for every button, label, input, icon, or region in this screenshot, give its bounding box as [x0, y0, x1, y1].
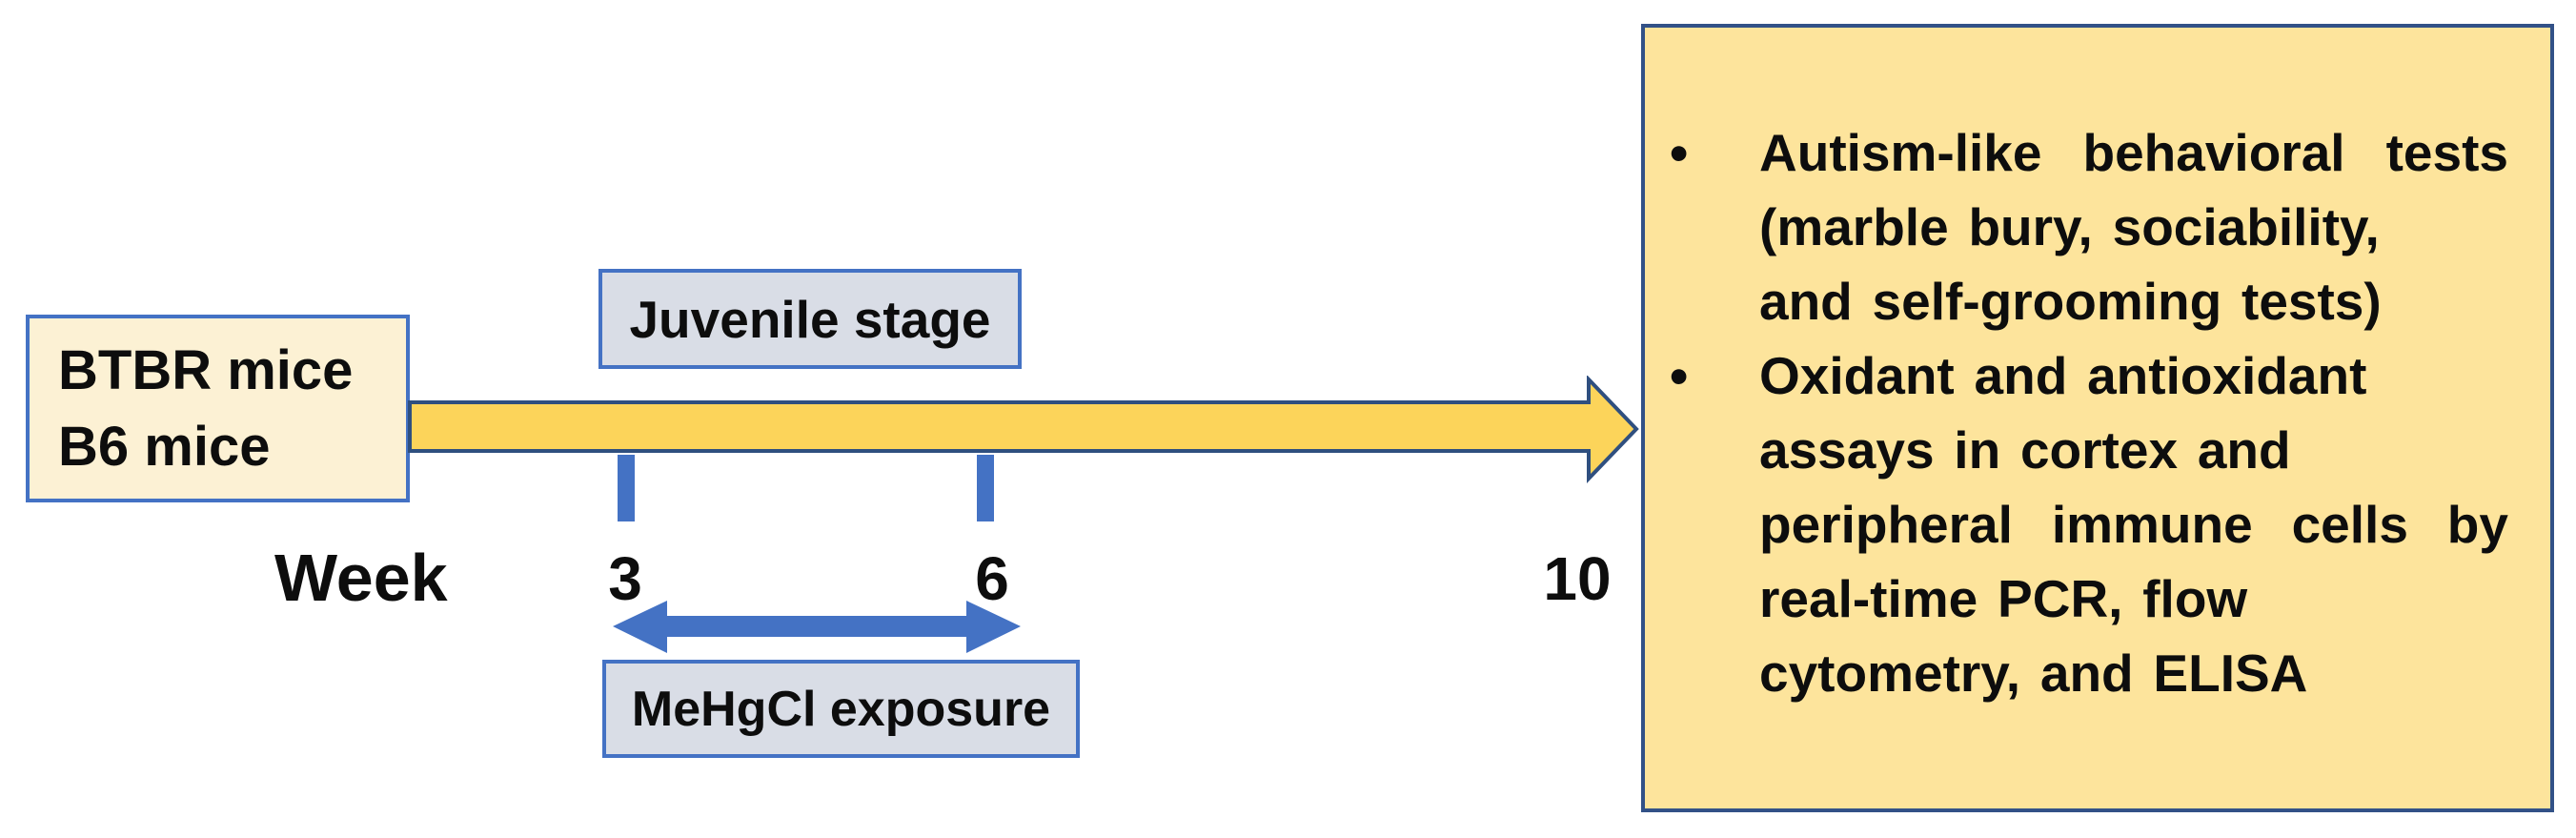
subject-line-b6: B6 mice	[58, 415, 271, 478]
mehgcl-exposure-box: MeHgCl exposure	[602, 660, 1080, 758]
results-box: • Autism-like behavioral tests (marble b…	[1641, 24, 2554, 812]
subject-line-btbr: BTBR mice	[58, 338, 354, 401]
results-line: Oxidant and antioxidant	[1759, 346, 2367, 405]
week-6-tick	[977, 455, 994, 521]
exposure-range-arrow-shape	[613, 601, 1021, 653]
juvenile-stage-box: Juvenile stage	[598, 269, 1022, 369]
week-3-tick	[618, 455, 635, 521]
results-line: assays in cortex and	[1759, 420, 2291, 480]
results-bullet-list: • Autism-like behavioral tests (marble b…	[1645, 115, 2550, 710]
timeline-arrow-icon	[408, 376, 1639, 483]
subject-box: BTBR mice B6 mice	[26, 315, 410, 502]
juvenile-stage-label: Juvenile stage	[629, 289, 991, 349]
results-bullet-oxidant: • Oxidant and antioxidant assays in cort…	[1645, 338, 2550, 710]
week-3-label: 3	[608, 544, 642, 613]
results-bullet-behavioral: • Autism-like behavioral tests (marble b…	[1645, 115, 2550, 338]
week-10-label: 10	[1543, 544, 1612, 613]
week-6-label: 6	[975, 544, 1009, 613]
results-line: (marble bury, sociability,	[1759, 197, 2380, 256]
results-line: and self-grooming tests)	[1759, 272, 2382, 331]
bullet-dot-icon: •	[1670, 346, 1689, 405]
results-line: cytometry, and ELISA	[1759, 644, 2308, 703]
results-line: real-time PCR, flow	[1759, 569, 2248, 628]
bullet-dot-icon: •	[1670, 123, 1689, 182]
mehgcl-exposure-label: MeHgCl exposure	[631, 681, 1051, 737]
results-line: peripheral immune cells by	[1759, 495, 2508, 554]
timeline-arrow-shape	[408, 376, 1639, 483]
week-axis-label: Week	[274, 541, 448, 615]
exposure-range-arrow-icon	[613, 601, 1021, 653]
results-line: Autism-like behavioral tests	[1759, 123, 2508, 182]
